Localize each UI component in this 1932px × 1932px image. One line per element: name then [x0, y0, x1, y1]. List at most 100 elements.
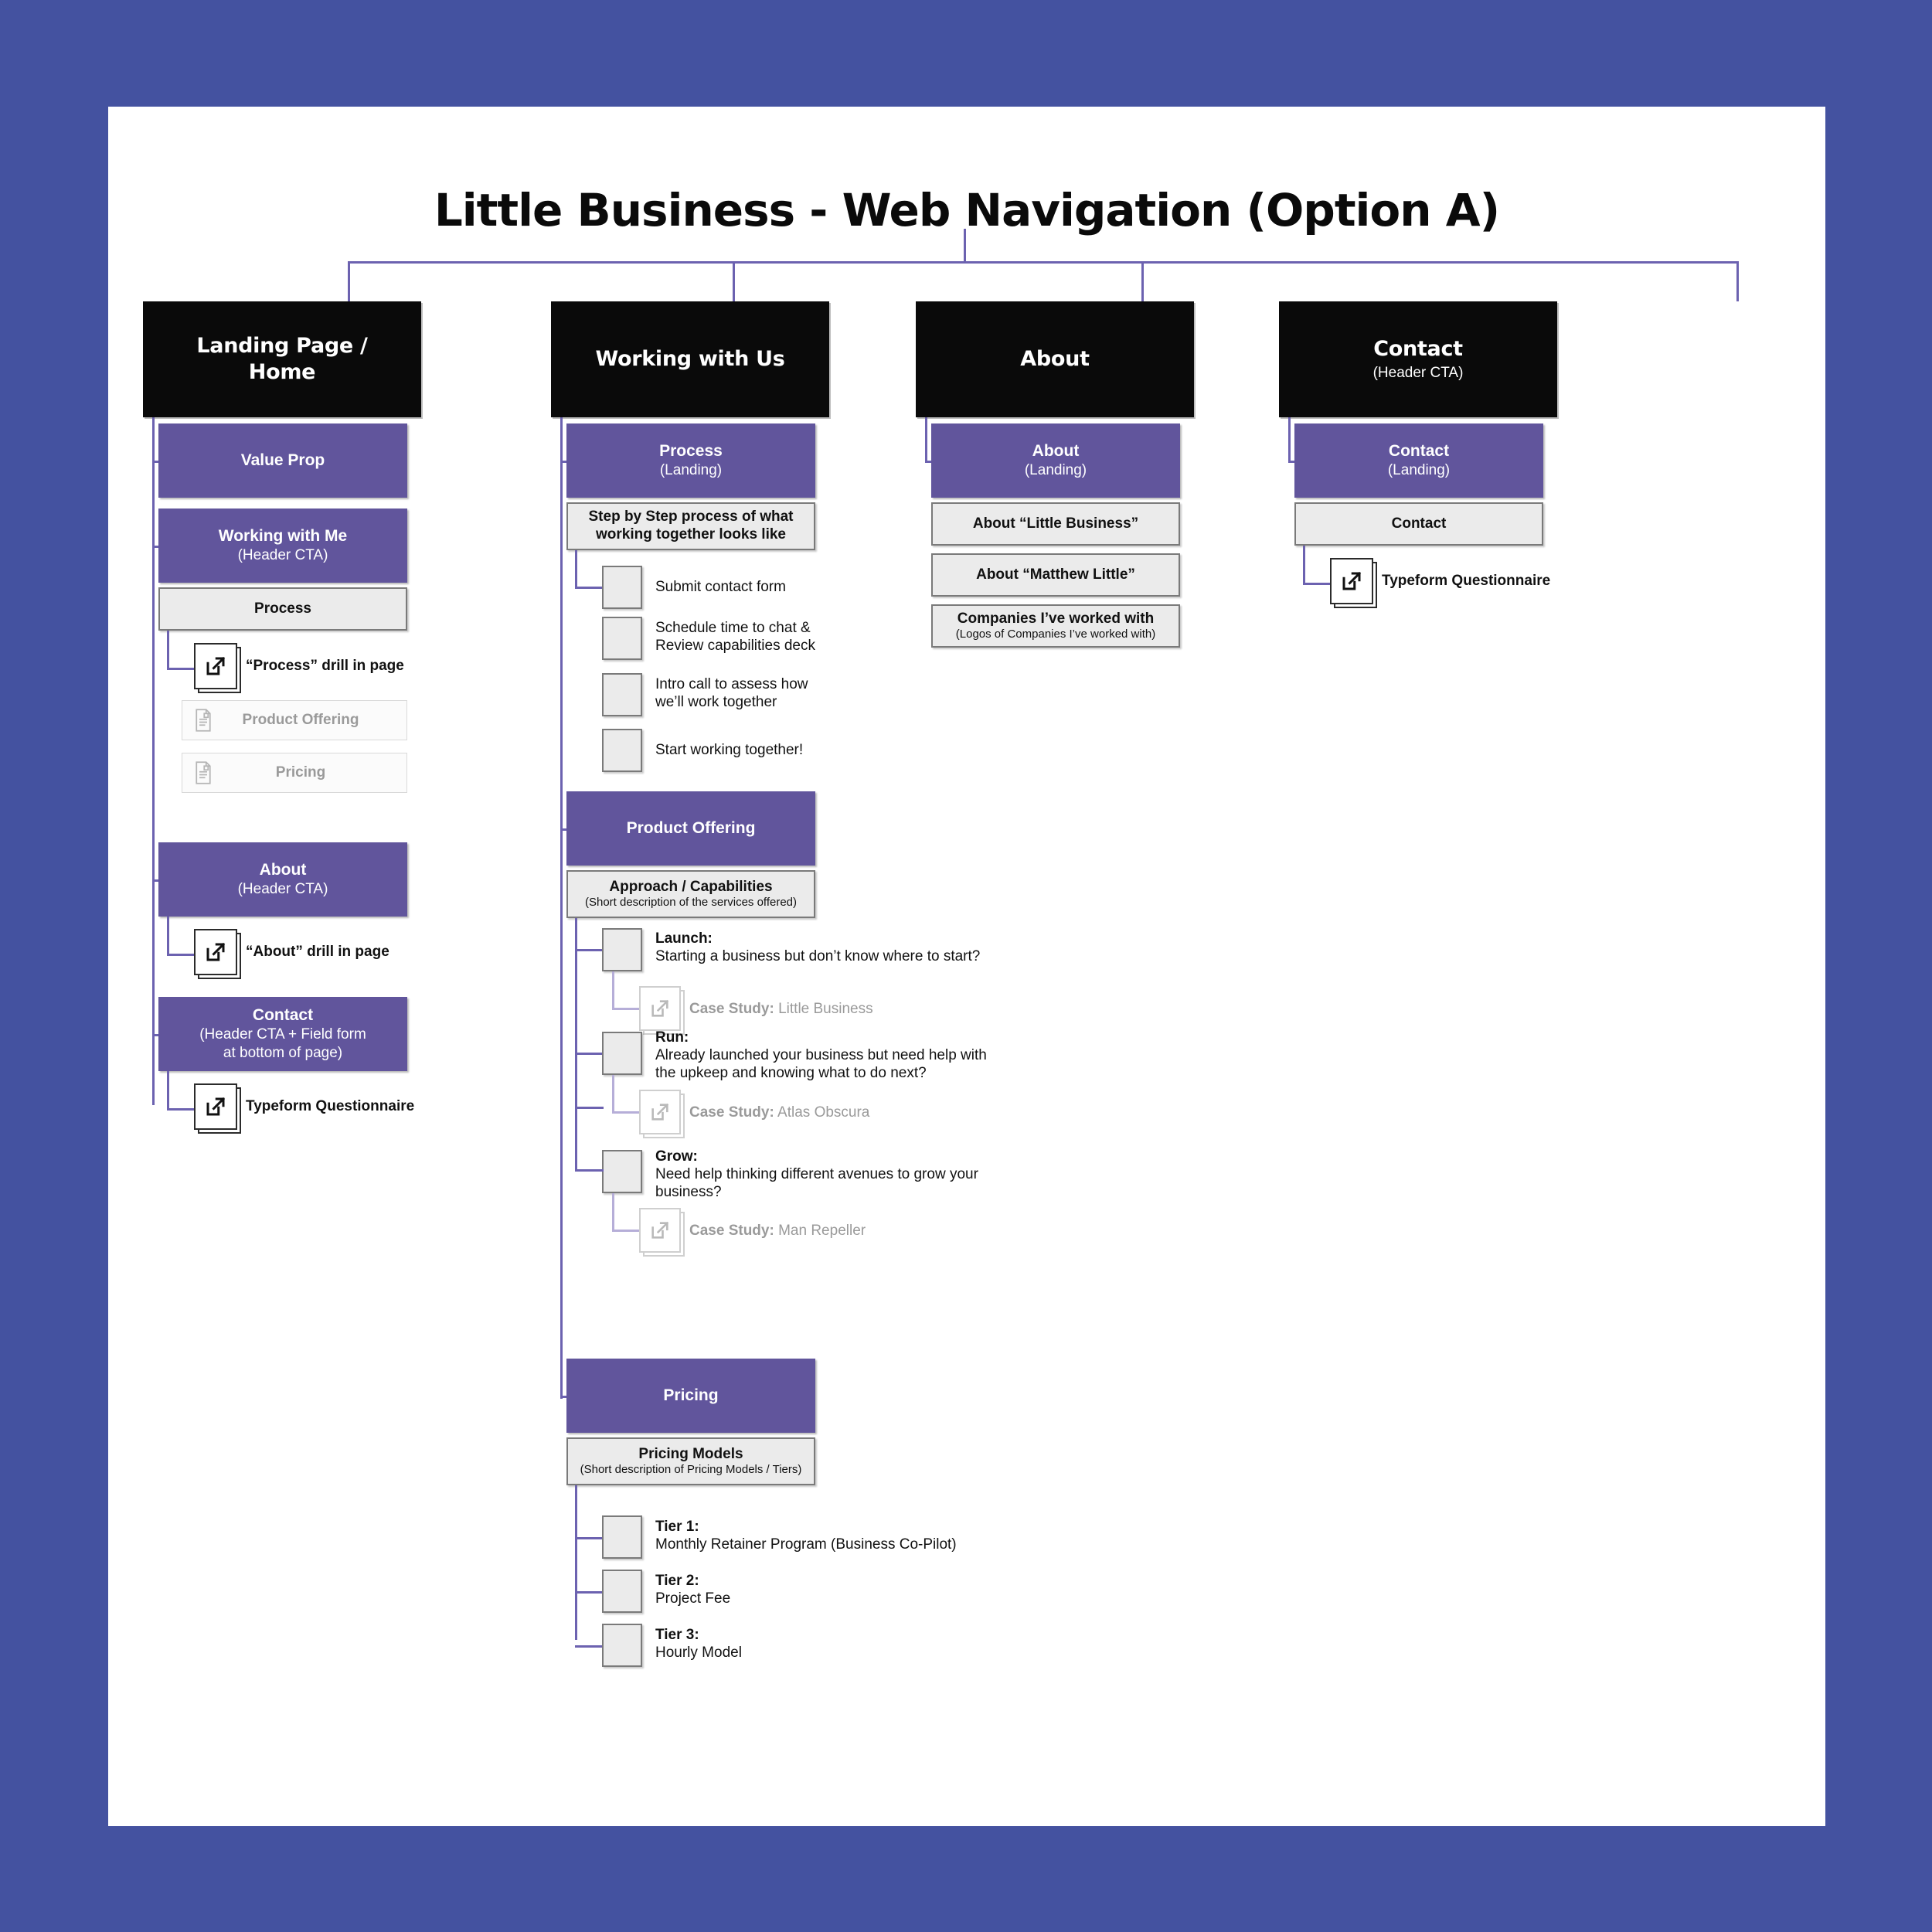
step-label-intro-call: Intro call to assess how we’ll work toge… [655, 675, 980, 711]
card-line2: working together looks like [596, 526, 786, 543]
extcard-case-study-man-repeller[interactable] [639, 1208, 685, 1257]
node-product-offering[interactable]: Product Offering [566, 791, 815, 866]
step-text: Already launched your business but need … [655, 1047, 987, 1064]
card-pricing-models[interactable]: Pricing Models (Short description of Pri… [566, 1437, 815, 1485]
node-subtitle: (Landing) [1387, 462, 1451, 479]
connector-col1-to-about [152, 879, 160, 882]
extcard-contact4-typeform[interactable] [1330, 558, 1377, 608]
connector-process-steps-h [575, 587, 604, 589]
node-landing-contact[interactable]: Contact (Header CTA + Field form at bott… [158, 997, 407, 1071]
card-front [639, 1090, 681, 1134]
card-line1: Pricing Models [638, 1445, 743, 1462]
node-title: About “Matthew Little” [976, 566, 1135, 583]
connector-col4-spine [1288, 417, 1291, 462]
connector-casestudy-grow-h [612, 1230, 641, 1232]
step-square[interactable] [602, 928, 642, 971]
step-text: Schedule time to chat & [655, 620, 811, 636]
case-study-name: Man Repeller [778, 1223, 866, 1239]
step-bold: Grow: [655, 1148, 698, 1165]
node-contact-landing[interactable]: Contact (Landing) [1294, 423, 1543, 498]
step-square[interactable] [602, 673, 642, 716]
node-title: Pricing [275, 764, 326, 781]
step-square[interactable] [602, 1032, 642, 1075]
document-icon [196, 709, 211, 732]
card-front [194, 929, 237, 975]
step-square[interactable] [602, 1624, 642, 1667]
connector-process-drill-h [167, 668, 196, 670]
connector-casestudy-launch-v [612, 971, 614, 1010]
external-link-icon [206, 656, 226, 675]
step-square[interactable] [602, 1515, 642, 1559]
extcard-contact-typeform[interactable] [194, 1083, 241, 1134]
connector-to-col2 [733, 261, 735, 301]
node-title: Process [254, 600, 311, 617]
step-square[interactable] [602, 1150, 642, 1193]
extcard-about-drill[interactable] [194, 929, 241, 979]
node-contact-sub[interactable]: Contact [1294, 502, 1543, 546]
step-label-grow: Grow: Need help thinking different avenu… [655, 1148, 1088, 1202]
node-about-matthew-little[interactable]: About “Matthew Little” [931, 553, 1180, 597]
extlabel-text: “Process” drill in page [246, 658, 404, 674]
node-title: About [1032, 442, 1080, 460]
step-square[interactable] [602, 617, 642, 660]
node-working-with-me[interactable]: Working with Me (Header CTA) [158, 509, 407, 583]
connector-to-col1 [348, 261, 350, 301]
external-link-icon [206, 942, 226, 961]
node-pricing[interactable]: Pricing [566, 1359, 815, 1433]
node-title: Value Prop [240, 451, 325, 469]
step-text: Monthly Retainer Program (Business Co-Pi… [655, 1536, 957, 1553]
node-title: Companies I’ve worked with [957, 610, 1155, 627]
connector-casestudy-run-v [612, 1075, 614, 1114]
extcard-case-study-atlas-obscura[interactable] [639, 1090, 685, 1138]
node-pricing-ghost[interactable]: Pricing [182, 753, 407, 793]
node-subtitle: (Logos of Companies I’ve worked with) [955, 628, 1156, 641]
connector-casestudy-run-h [612, 1111, 641, 1114]
node-landing-page-home[interactable]: Landing Page / Home [143, 301, 421, 417]
step-label-tier-2: Tier 2: Project Fee [655, 1572, 1088, 1607]
external-link-icon [651, 1221, 669, 1239]
node-about-little-business[interactable]: About “Little Business” [931, 502, 1180, 546]
node-about-landing[interactable]: About (Landing) [931, 423, 1180, 498]
node-product-offering-ghost[interactable]: Product Offering [182, 700, 407, 740]
node-about-root[interactable]: About [916, 301, 1194, 417]
card-line1: Step by Step process of what [588, 509, 794, 526]
connector-contact-typeform-v [167, 1071, 169, 1111]
card-front [639, 986, 681, 1031]
step-text: Submit contact form [655, 579, 786, 595]
node-title: Process [659, 442, 723, 460]
card-line2: (Short description of Pricing Models / T… [580, 1463, 802, 1477]
step-square[interactable] [602, 1570, 642, 1613]
node-process-landing[interactable]: Process (Landing) [566, 423, 815, 498]
connector-col1-spine [152, 417, 155, 1105]
node-contact-root[interactable]: Contact (Header CTA) [1279, 301, 1557, 417]
step-square[interactable] [602, 729, 642, 772]
card-approach-capabilities[interactable]: Approach / Capabilities (Short descripti… [566, 870, 815, 918]
node-companies-worked-with[interactable]: Companies I’ve worked with (Logos of Com… [931, 604, 1180, 648]
node-landing-about[interactable]: About (Header CTA) [158, 842, 407, 917]
connector-col2-to-pricing [560, 1396, 568, 1398]
case-study-name: Little Business [778, 1001, 873, 1017]
card-front [1330, 558, 1373, 604]
card-front [194, 1083, 237, 1130]
step-text-line2: we’ll work together [655, 694, 777, 711]
external-link-icon [651, 1103, 669, 1121]
step-text: Hourly Model [655, 1645, 742, 1662]
connector-col1-to-working-with-me [152, 546, 160, 548]
card-step-by-step[interactable]: Step by Step process of what working tog… [566, 502, 815, 550]
node-title: Product Offering [626, 818, 756, 837]
external-link-icon [206, 1097, 226, 1116]
label-contact-typeform: Typeform Questionnaire [246, 1098, 478, 1116]
step-text: Need help thinking different avenues to … [655, 1166, 978, 1183]
extcard-process-drill[interactable] [194, 643, 241, 693]
external-link-icon [1342, 571, 1362, 590]
node-process-link[interactable]: Process [158, 587, 407, 631]
node-title: Pricing [663, 1386, 719, 1404]
node-value-prop[interactable]: Value Prop [158, 423, 407, 498]
node-working-with-us[interactable]: Working with Us [551, 301, 829, 417]
card-line2: (Short description of the services offer… [584, 896, 798, 910]
label-case-study-atlas-obscura: Case Study: Atlas Obscura [689, 1104, 998, 1122]
step-square[interactable] [602, 566, 642, 609]
diagram-canvas: Little Business - Web Navigation (Option… [108, 107, 1825, 1826]
extcard-case-study-little-business[interactable] [639, 986, 685, 1035]
node-title: Contact [1373, 336, 1463, 361]
